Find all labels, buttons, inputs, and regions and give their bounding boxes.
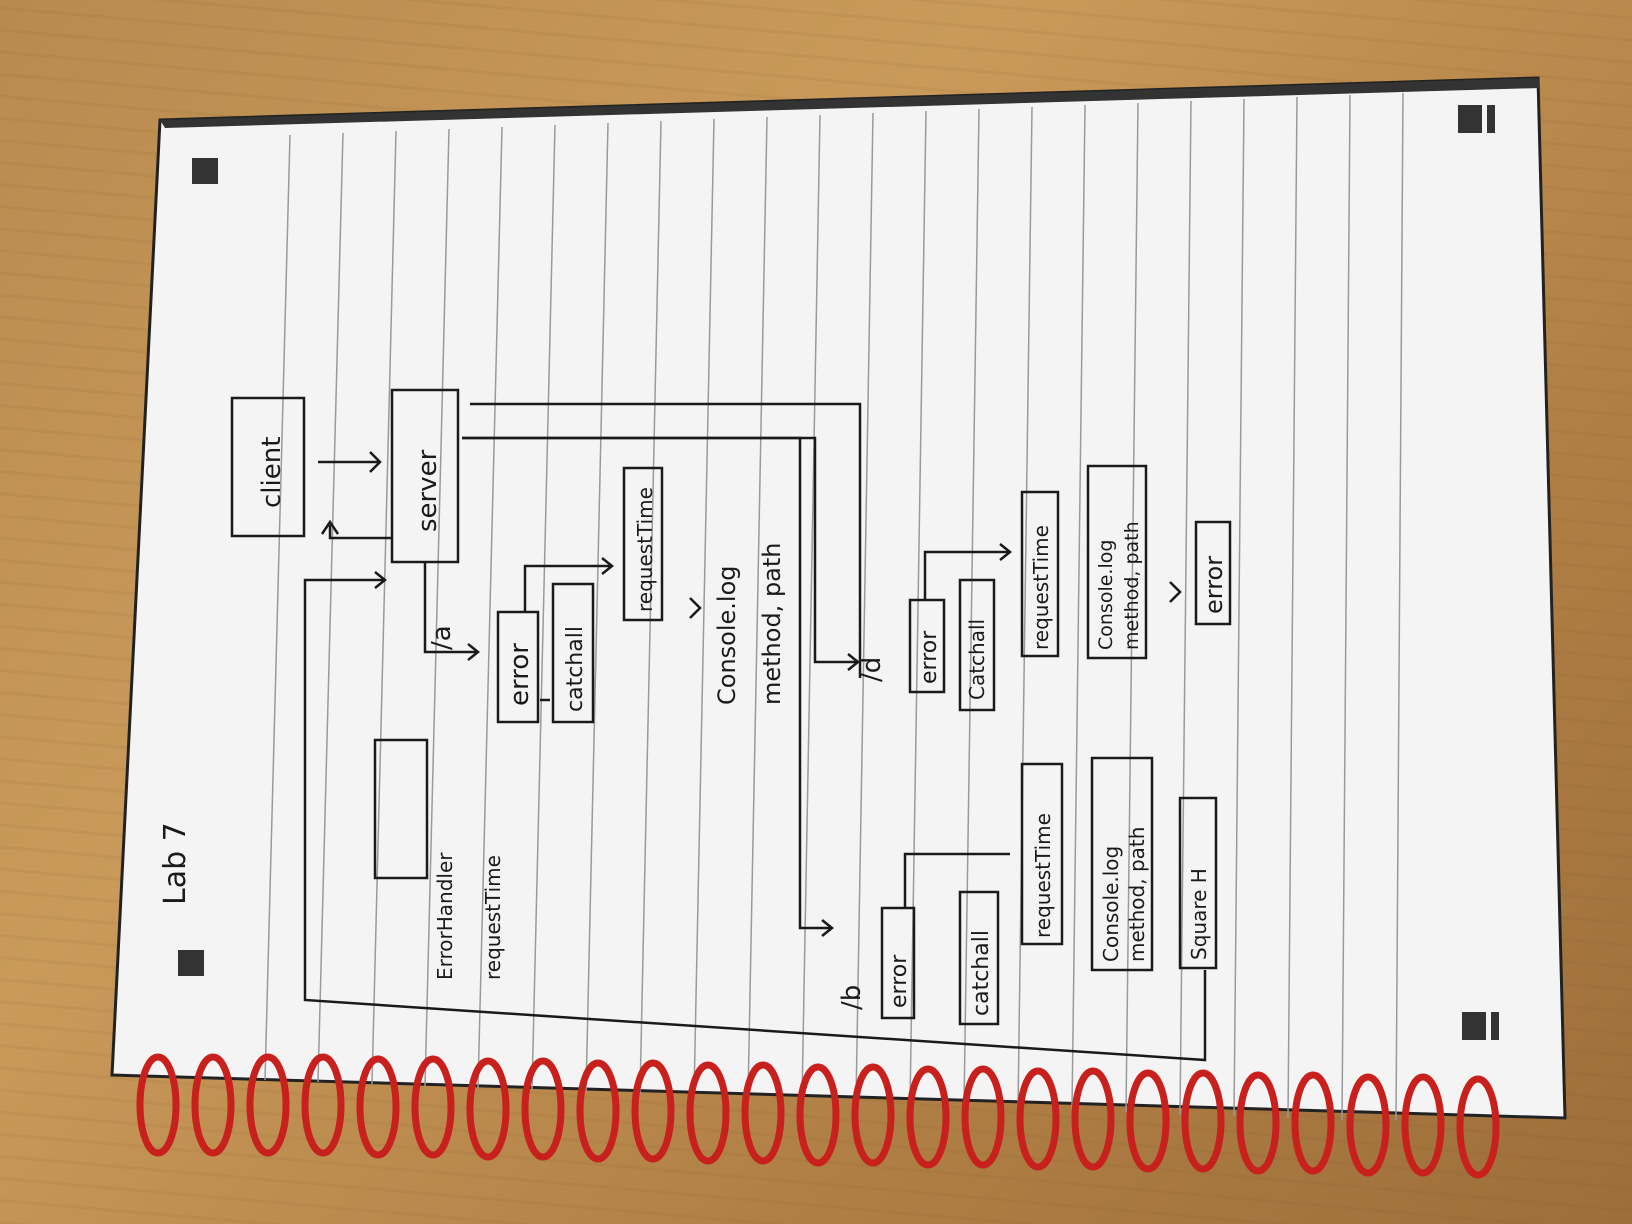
corner-markers (178, 105, 1499, 1040)
d-console-line2: method, path (1121, 521, 1143, 650)
arrow-b-main (462, 436, 835, 937)
b-console-line1: Console.log (1099, 846, 1123, 962)
arrow-client-server (318, 451, 382, 473)
diagram (230, 388, 1232, 1062)
scribble-box (373, 738, 429, 880)
b-requesttime-box (1020, 762, 1064, 946)
requesttime-scribble-label: requestTime (481, 855, 505, 980)
ruled-lines (264, 92, 1404, 1121)
a-to-console (689, 597, 702, 619)
d-console-box (1086, 464, 1148, 660)
d-error2-label: error (1200, 556, 1228, 614)
b-error-label: error (887, 954, 912, 1008)
arrow-a (423, 562, 481, 661)
d-to-requesttime (923, 543, 1013, 600)
client-box (230, 396, 306, 538)
b-console-box (1090, 756, 1154, 972)
route-b-label: /b (837, 985, 867, 1010)
spiral-binding (136, 1053, 1500, 1179)
diagram-labels: client server /a error catchall requestT… (257, 437, 1228, 1016)
page-title: Lab 7 (158, 822, 193, 905)
d-error2-box (1194, 520, 1232, 626)
server-label: server (413, 449, 443, 532)
notebook-cover-edge (160, 78, 1540, 128)
b-to-requesttime (903, 852, 1010, 908)
a-console-line2: method, path (758, 542, 786, 705)
route-d-label: /d (857, 657, 887, 682)
d-to-error2 (1169, 581, 1182, 603)
arrow-b (470, 402, 862, 678)
b-square-label: Square H (1187, 868, 1211, 960)
a-catchall-box (551, 582, 595, 724)
errorhandler-label: ErrorHandler (433, 852, 457, 980)
a-requesttime-box (622, 466, 664, 622)
d-error-box (908, 598, 946, 694)
d-catchall-box (958, 578, 996, 712)
a-error-box (496, 610, 540, 724)
d-error-label: error (917, 630, 942, 684)
notebook-page (110, 76, 1567, 1120)
b-loop-back (303, 571, 1207, 1062)
a-console-line1: Console.log (713, 566, 741, 706)
b-catchall-label: catchall (969, 930, 994, 1016)
d-catchall-label: Catchall (965, 619, 989, 700)
d-requesttime-label: requestTime (1029, 525, 1053, 650)
b-requesttime-label: requestTime (1031, 813, 1055, 938)
b-console-line2: method, path (1125, 827, 1149, 962)
d-console-line1: Console.log (1095, 540, 1117, 650)
a-error-label: error (505, 643, 535, 706)
b-catchall-box (958, 890, 1000, 1026)
arrow-server-client (320, 519, 392, 540)
client-label: client (257, 437, 287, 508)
a-catchall-label: catchall (563, 626, 588, 712)
a-to-requesttime (523, 557, 615, 612)
b-square-box (1178, 796, 1218, 970)
a-requesttime-label: requestTime (633, 487, 657, 612)
route-a-label: /a (427, 625, 457, 650)
b-error-box (880, 906, 916, 1020)
d-requesttime-box (1020, 490, 1060, 658)
